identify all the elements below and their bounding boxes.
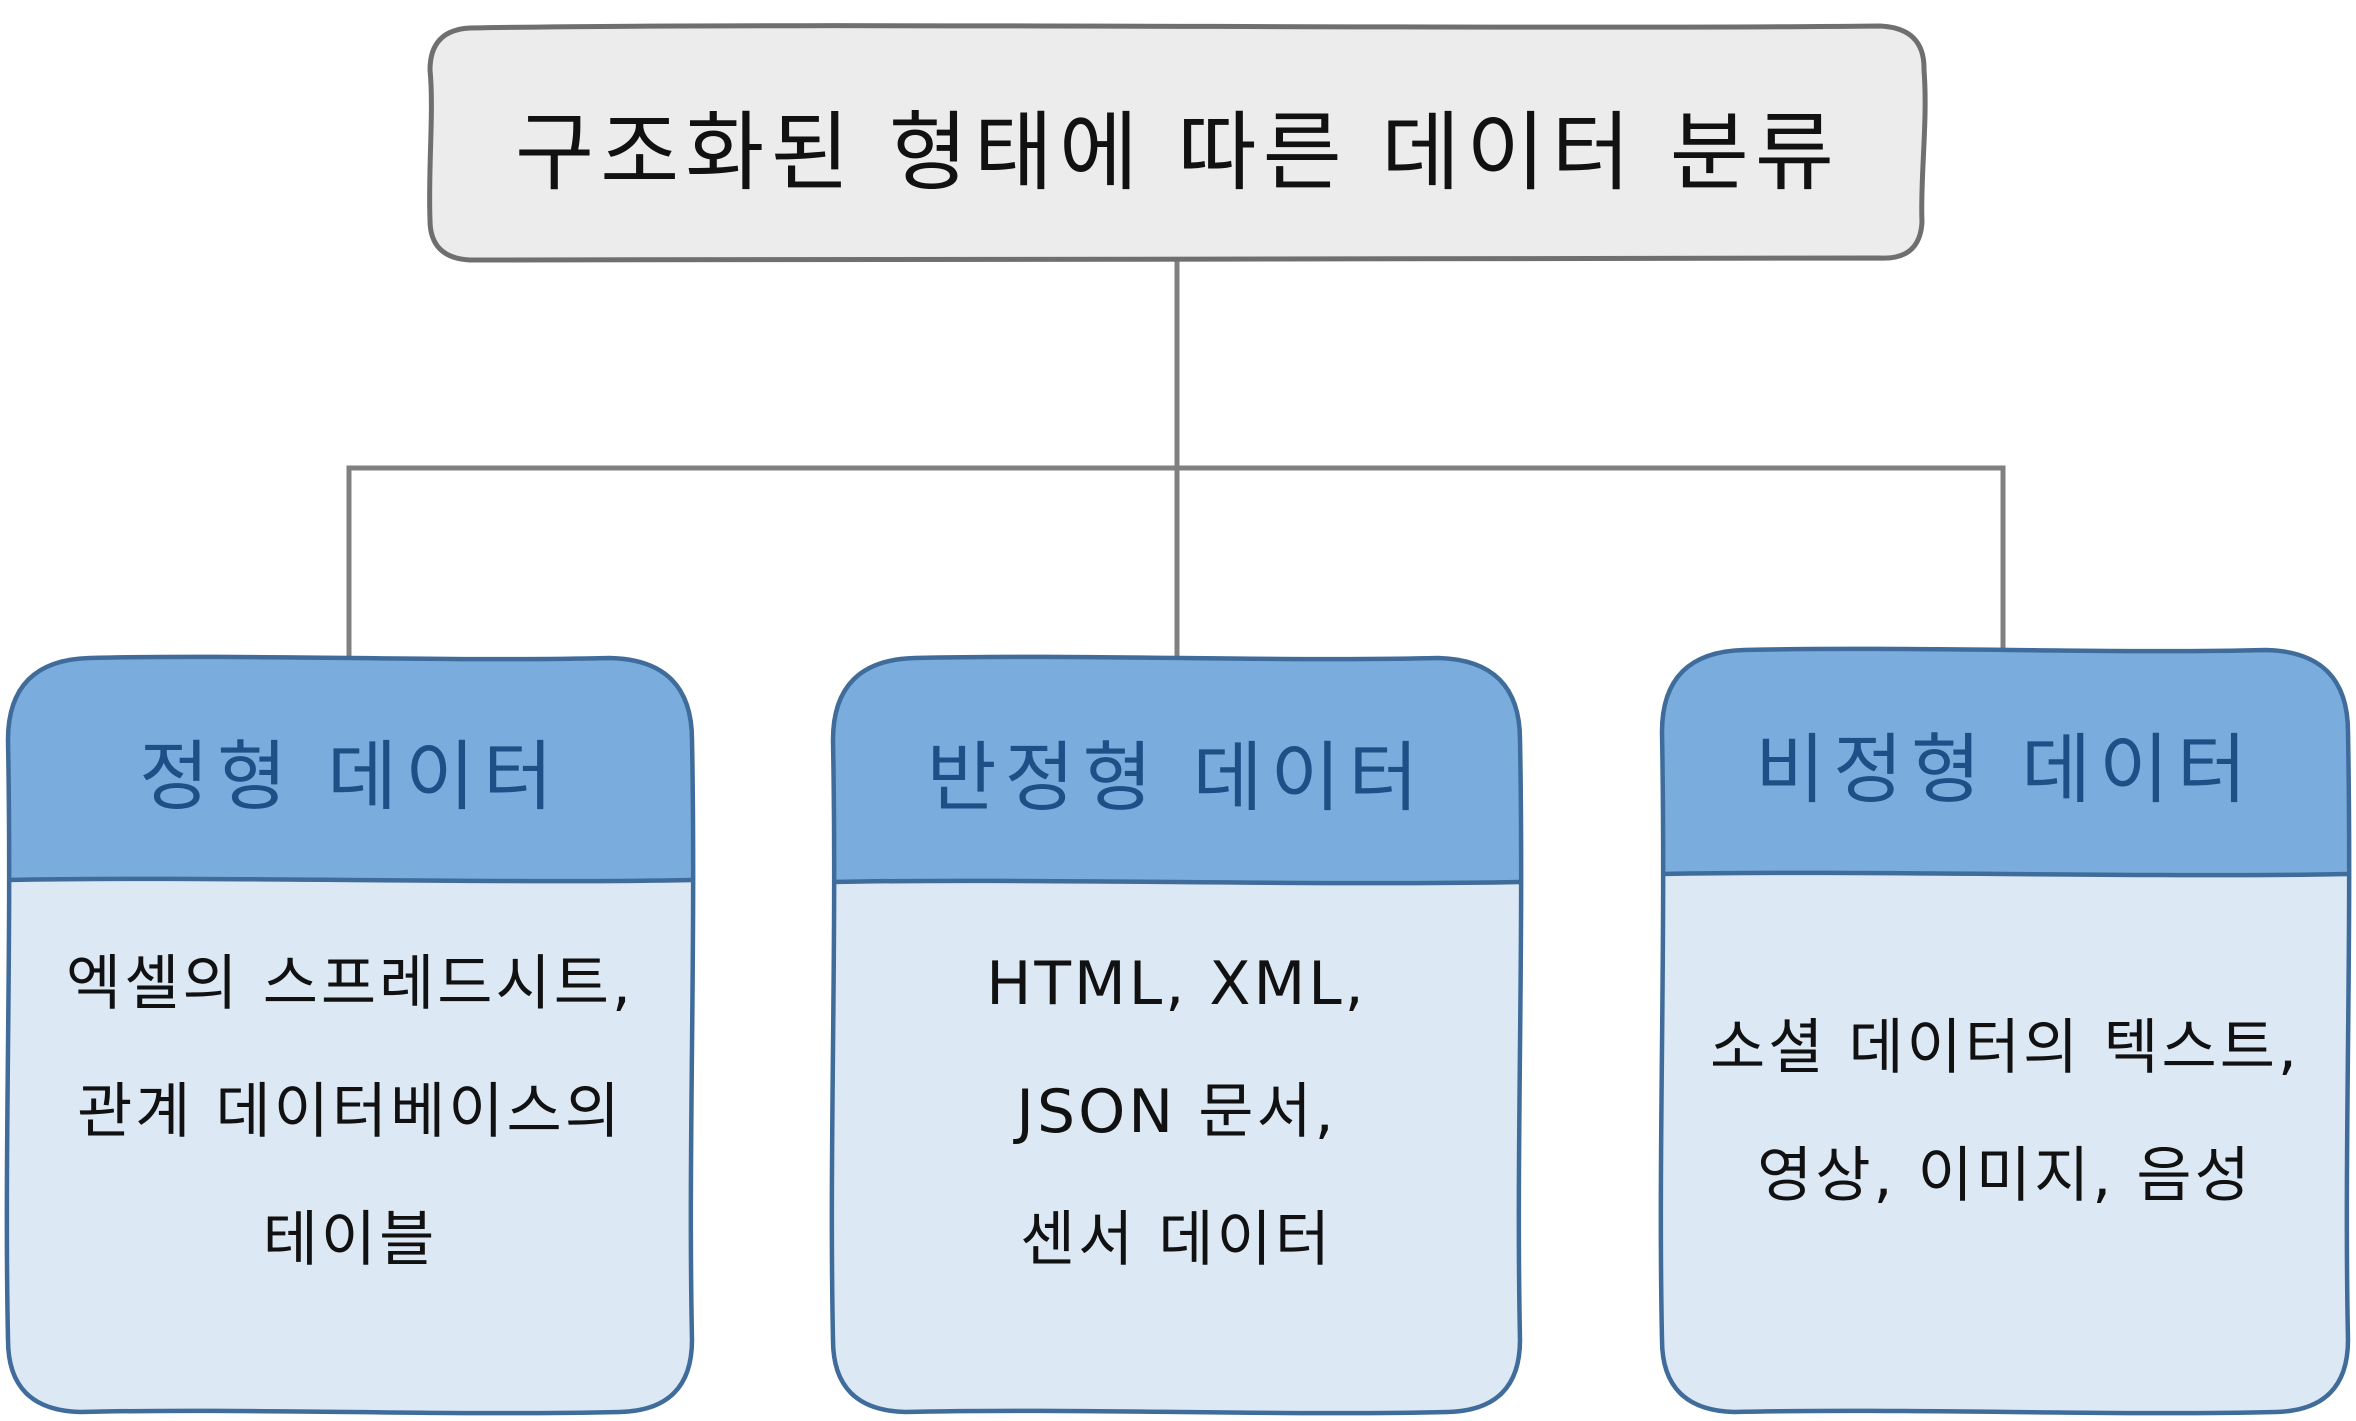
card-unstructured-outline bbox=[1658, 646, 2352, 1416]
root-title: 구조화된 형태에 따른 데이터 분류 bbox=[514, 102, 1841, 203]
card-semi-structured-description: HTML, XML, JSON 문서, 센서 데이터 bbox=[833, 896, 1520, 1328]
card-unstructured-header-bg bbox=[1662, 650, 2348, 874]
connector-branch-bar bbox=[346, 465, 2006, 668]
card-unstructured-body-bg bbox=[1662, 874, 2348, 1412]
card-semi-structured-title: 반정형 데이터 bbox=[926, 733, 1427, 822]
card-structured-line-2: 관계 데이터베이스의 bbox=[77, 1077, 623, 1147]
card-structured-title: 정형 데이터 bbox=[139, 732, 561, 821]
card-structured-divider bbox=[7, 876, 693, 884]
card-semi-structured-outline bbox=[829, 654, 1524, 1416]
card-semi-structured bbox=[829, 654, 1524, 1416]
card-semi-structured-body-bg bbox=[833, 882, 1520, 1412]
card-semi-structured-divider bbox=[832, 878, 1521, 886]
card-structured-line-1: 엑셀의 스프레드시트, bbox=[66, 949, 634, 1019]
card-semi-structured-line-3: 센서 데이터 bbox=[1019, 1205, 1334, 1275]
root-box bbox=[427, 23, 1928, 263]
card-structured-header-bg bbox=[8, 658, 692, 880]
card-unstructured bbox=[1658, 646, 2352, 1416]
card-unstructured-line-2: 영상, 이미지, 음성 bbox=[1757, 1141, 2253, 1211]
card-structured-outline bbox=[4, 654, 696, 1416]
connector-lines bbox=[346, 258, 2006, 668]
card-structured bbox=[4, 654, 696, 1416]
card-unstructured-divider bbox=[1661, 870, 2349, 878]
card-unstructured-description: 소셜 데이터의 텍스트, 영상, 이미지, 음성 bbox=[1662, 896, 2348, 1328]
card-unstructured-title: 비정형 데이터 bbox=[1755, 725, 2255, 814]
card-semi-structured-line-2: JSON 문서, bbox=[1016, 1077, 1337, 1147]
card-semi-structured-line-1: HTML, XML, bbox=[986, 949, 1367, 1019]
card-structured-description: 엑셀의 스프레드시트, 관계 데이터베이스의 테이블 bbox=[8, 896, 692, 1328]
card-structured-body-bg bbox=[8, 880, 692, 1412]
card-structured-line-3: 테이블 bbox=[262, 1205, 438, 1275]
card-unstructured-line-1: 소셜 데이터의 텍스트, bbox=[1709, 1013, 2301, 1083]
card-semi-structured-header-bg bbox=[833, 658, 1520, 882]
